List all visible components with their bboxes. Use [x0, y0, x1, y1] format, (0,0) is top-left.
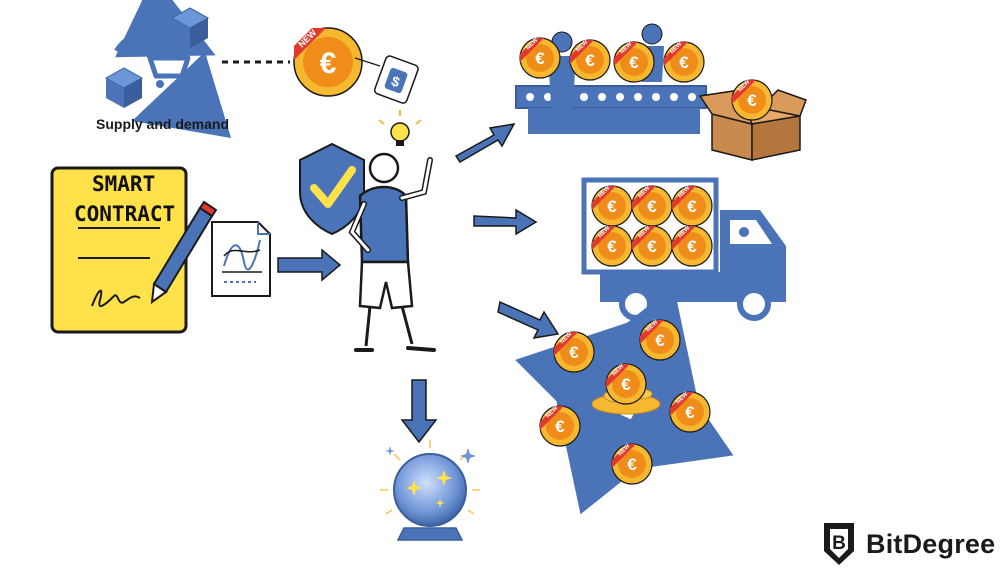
logo-letter: B [832, 533, 846, 554]
arrow-contract-to-oracle [277, 248, 342, 282]
coin-price-tag-icon: € NEW $ [293, 27, 419, 104]
chart-paper-icon [211, 221, 271, 297]
bitdegree-logo-icon: B [824, 523, 854, 565]
arrow-to-factory [454, 123, 516, 164]
lightbulb-icon [378, 110, 422, 146]
coin-symbol: € [320, 47, 337, 80]
cart-icon [140, 49, 191, 88]
coin-pile-icon [591, 362, 661, 415]
coin-cycle-icon [515, 285, 734, 515]
arrow-to-truck [473, 208, 538, 236]
contract-title-line1: SMART [92, 172, 156, 196]
crystal-ball-icon [380, 440, 480, 541]
supply-demand-label: Supply and demand [96, 116, 230, 132]
contract-title-line2: CONTRACT [74, 202, 176, 226]
pen-icon [150, 200, 218, 305]
factory-conveyor-icon [515, 23, 807, 161]
arrow-to-crystal-ball [400, 379, 438, 444]
smart-contract-icon [50, 166, 218, 334]
supply-cycle-icon [105, 0, 232, 138]
arrow-to-coin-cycle [497, 300, 560, 339]
brand-name: BitDegree [866, 528, 996, 559]
delivery-truck-icon [581, 177, 786, 321]
price-tag-icon: $ [373, 55, 419, 104]
person-icon [299, 110, 436, 352]
bitdegree-brand[interactable]: B BitDegree [820, 520, 995, 568]
cardboard-box-icon [698, 78, 807, 161]
